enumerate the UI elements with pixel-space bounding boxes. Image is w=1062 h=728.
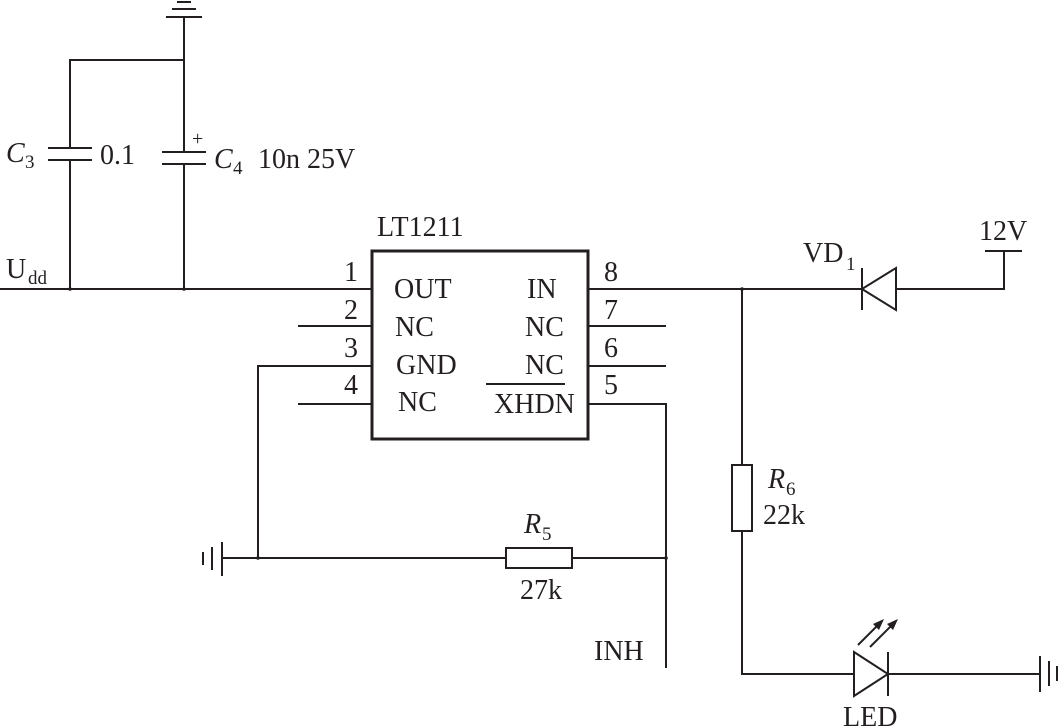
pin-1-label: OUT <box>394 274 452 305</box>
pin-7-number: 7 <box>604 295 618 326</box>
junctions <box>68 287 744 560</box>
r6-letter: R <box>767 464 785 495</box>
ground-icon-right <box>1039 656 1058 692</box>
c3-subscript: 3 <box>25 152 35 173</box>
inh-label: INH <box>594 636 644 667</box>
pin-3-number: 3 <box>344 333 358 364</box>
light-emission-arrows-icon <box>857 619 898 648</box>
pin-3-label: GND <box>396 350 457 381</box>
capacitor-c3: C 3 0.1 <box>6 138 135 173</box>
ground-icon-top <box>166 1 202 18</box>
pin-4-number: 4 <box>344 370 358 401</box>
pin-8-label: IN <box>527 274 557 305</box>
vd1-subscript: 1 <box>846 254 856 275</box>
pin-8-number: 8 <box>604 257 618 288</box>
udd-main: U <box>6 254 26 285</box>
c4-subscript: 4 <box>233 158 243 179</box>
ground-icon-left <box>202 542 223 576</box>
c4-plus-sign: + <box>192 128 203 150</box>
c4-letter: C <box>214 144 233 175</box>
c3-letter: C <box>6 138 25 169</box>
r5-value: 27k <box>520 575 562 606</box>
led-label: LED <box>843 702 897 728</box>
resistor-r6: R 6 22k <box>731 464 805 532</box>
led: LED <box>843 619 898 728</box>
pin-6-number: 6 <box>604 333 618 364</box>
r6-subscript: 6 <box>786 479 796 500</box>
pin-1-number: 1 <box>344 257 358 288</box>
diode-vd1: VD 1 <box>803 238 897 312</box>
c3-value: 0.1 <box>100 140 135 171</box>
wires <box>0 17 1040 675</box>
pin-5-number: 5 <box>604 370 618 401</box>
udd-label: U dd <box>6 254 48 289</box>
supply-12v: 12V <box>979 216 1027 252</box>
r5-letter: R <box>523 509 541 540</box>
pin-2-label: NC <box>395 312 434 343</box>
vd1-letter: VD <box>803 238 843 269</box>
r5-subscript: 5 <box>542 524 552 545</box>
pin-2-number: 2 <box>344 295 358 326</box>
r6-value: 22k <box>763 500 805 531</box>
supply-label: 12V <box>979 216 1027 247</box>
udd-subscript: dd <box>28 268 48 289</box>
capacitor-c4: + C 4 10n 25V <box>162 128 355 179</box>
ic-lt1211: LT1211 1 OUT 2 NC 3 GND 4 NC 8 IN 7 NC 6… <box>344 212 618 441</box>
ic-name: LT1211 <box>377 212 464 243</box>
pin-4-label: NC <box>398 387 437 418</box>
pin-6-label: NC <box>525 350 564 381</box>
resistor-r5: R 5 27k <box>505 509 573 606</box>
pin-5-label: XHDN <box>494 389 575 420</box>
c4-value: 10n 25V <box>258 144 355 175</box>
pin-7-label: NC <box>525 312 564 343</box>
